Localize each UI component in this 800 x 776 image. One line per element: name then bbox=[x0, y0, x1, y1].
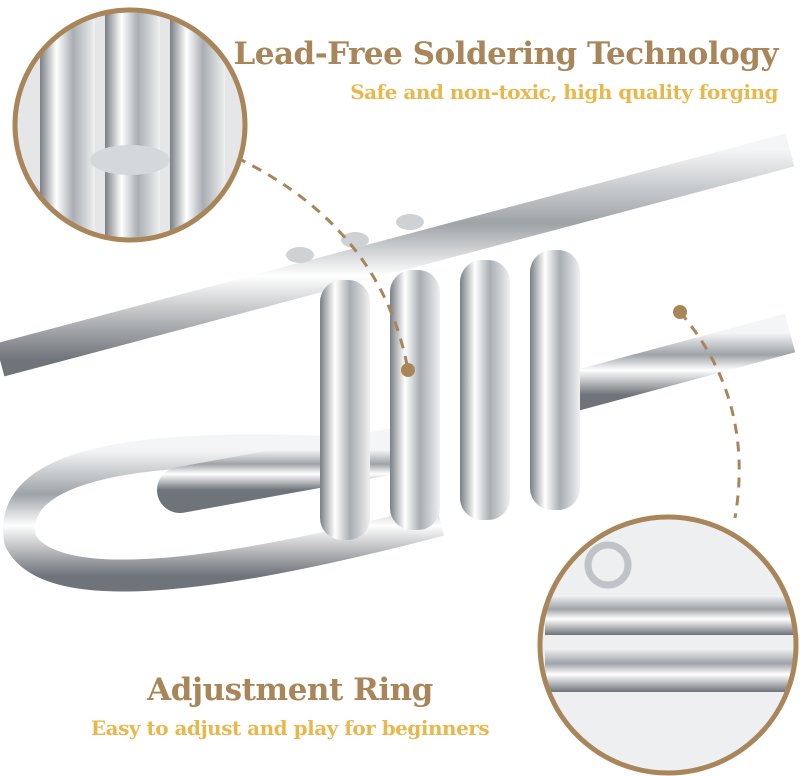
ring-closeup bbox=[537, 514, 799, 776]
callout-subtitle-soldering: Safe and non-toxic, high quality forging bbox=[350, 80, 778, 104]
trumpet-body bbox=[0, 133, 796, 592]
callout-title-soldering: Lead-Free Soldering Technology bbox=[233, 36, 778, 72]
callout-subtitle-ring: Easy to adjust and play for beginners bbox=[90, 716, 490, 740]
callout-connector-2 bbox=[678, 311, 741, 519]
callout-connector-1 bbox=[219, 148, 410, 371]
valve-closeup bbox=[12, 7, 248, 243]
callout-title-ring: Adjustment Ring bbox=[147, 672, 433, 708]
